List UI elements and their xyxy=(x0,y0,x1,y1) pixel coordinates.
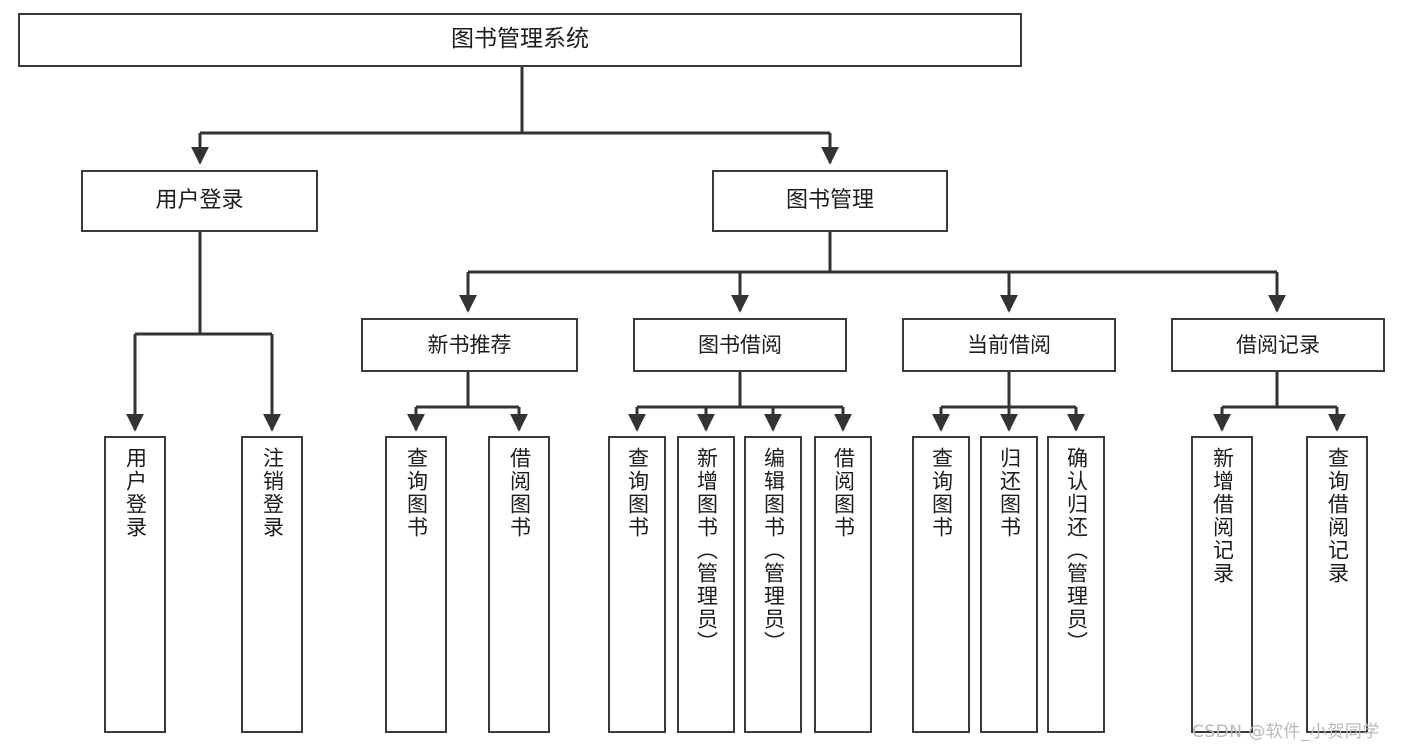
node-root-label: 图书管理系统 xyxy=(451,26,589,53)
node-leaf-query-book-2-label: 查询图书 xyxy=(625,447,650,539)
node-leaf-query-book-1-label: 查询图书 xyxy=(404,447,429,539)
node-leaf-return-book-label: 归还图书 xyxy=(997,447,1022,539)
node-leaf-query-book-3[interactable]: 查询图书 xyxy=(912,436,970,733)
node-leaf-query-book-1[interactable]: 查询图书 xyxy=(385,436,447,733)
node-leaf-add-borrow-record[interactable]: 新增借阅记录 xyxy=(1191,436,1253,733)
watermark-csdn: CSDN @软件_小贺同学 xyxy=(1192,722,1380,742)
node-leaf-query-book-2[interactable]: 查询图书 xyxy=(608,436,666,733)
node-leaf-add-book[interactable]: 新增图书（管理员） xyxy=(677,436,735,733)
node-leaf-add-borrow-record-label: 新增借阅记录 xyxy=(1210,447,1235,585)
node-borrow-record-label: 借阅记录 xyxy=(1236,332,1320,357)
node-leaf-confirm-return[interactable]: 确认归还（管理员） xyxy=(1047,436,1105,733)
node-new-book-recommend[interactable]: 新书推荐 xyxy=(361,318,578,372)
node-user-login-label: 用户登录 xyxy=(155,188,244,214)
node-leaf-borrow-book-2-label: 借阅图书 xyxy=(831,447,856,539)
node-leaf-user-login[interactable]: 用户登录 xyxy=(104,436,166,733)
node-new-book-recommend-label: 新书推荐 xyxy=(427,332,512,357)
node-leaf-borrow-book-1-label: 借阅图书 xyxy=(507,447,532,539)
node-leaf-query-book-3-label: 查询图书 xyxy=(929,447,954,539)
node-leaf-edit-book-label: 编辑图书（管理员） xyxy=(761,447,786,654)
node-leaf-borrow-book-1[interactable]: 借阅图书 xyxy=(488,436,550,733)
node-leaf-logout-login-label: 注销登录 xyxy=(260,447,285,539)
node-leaf-query-borrow-record-label: 查询借阅记录 xyxy=(1325,447,1350,585)
node-current-borrow-label: 当前借阅 xyxy=(967,332,1051,357)
node-leaf-confirm-return-label: 确认归还（管理员） xyxy=(1064,447,1089,654)
node-leaf-borrow-book-2[interactable]: 借阅图书 xyxy=(814,436,872,733)
node-borrow-record[interactable]: 借阅记录 xyxy=(1171,318,1385,372)
node-book-borrow[interactable]: 图书借阅 xyxy=(633,318,847,372)
node-leaf-edit-book[interactable]: 编辑图书（管理员） xyxy=(744,436,802,733)
node-book-management-label: 图书管理 xyxy=(785,188,874,214)
node-leaf-return-book[interactable]: 归还图书 xyxy=(980,436,1038,733)
node-leaf-add-book-label: 新增图书（管理员） xyxy=(694,447,719,654)
node-leaf-query-borrow-record[interactable]: 查询借阅记录 xyxy=(1306,436,1368,733)
node-user-login[interactable]: 用户登录 xyxy=(81,170,318,232)
node-leaf-user-login-label: 用户登录 xyxy=(123,447,148,539)
node-book-management[interactable]: 图书管理 xyxy=(712,170,948,232)
node-book-borrow-label: 图书借阅 xyxy=(698,332,782,357)
node-leaf-logout-login[interactable]: 注销登录 xyxy=(241,436,303,733)
node-current-borrow[interactable]: 当前借阅 xyxy=(902,318,1116,372)
node-root[interactable]: 图书管理系统 xyxy=(18,13,1022,67)
